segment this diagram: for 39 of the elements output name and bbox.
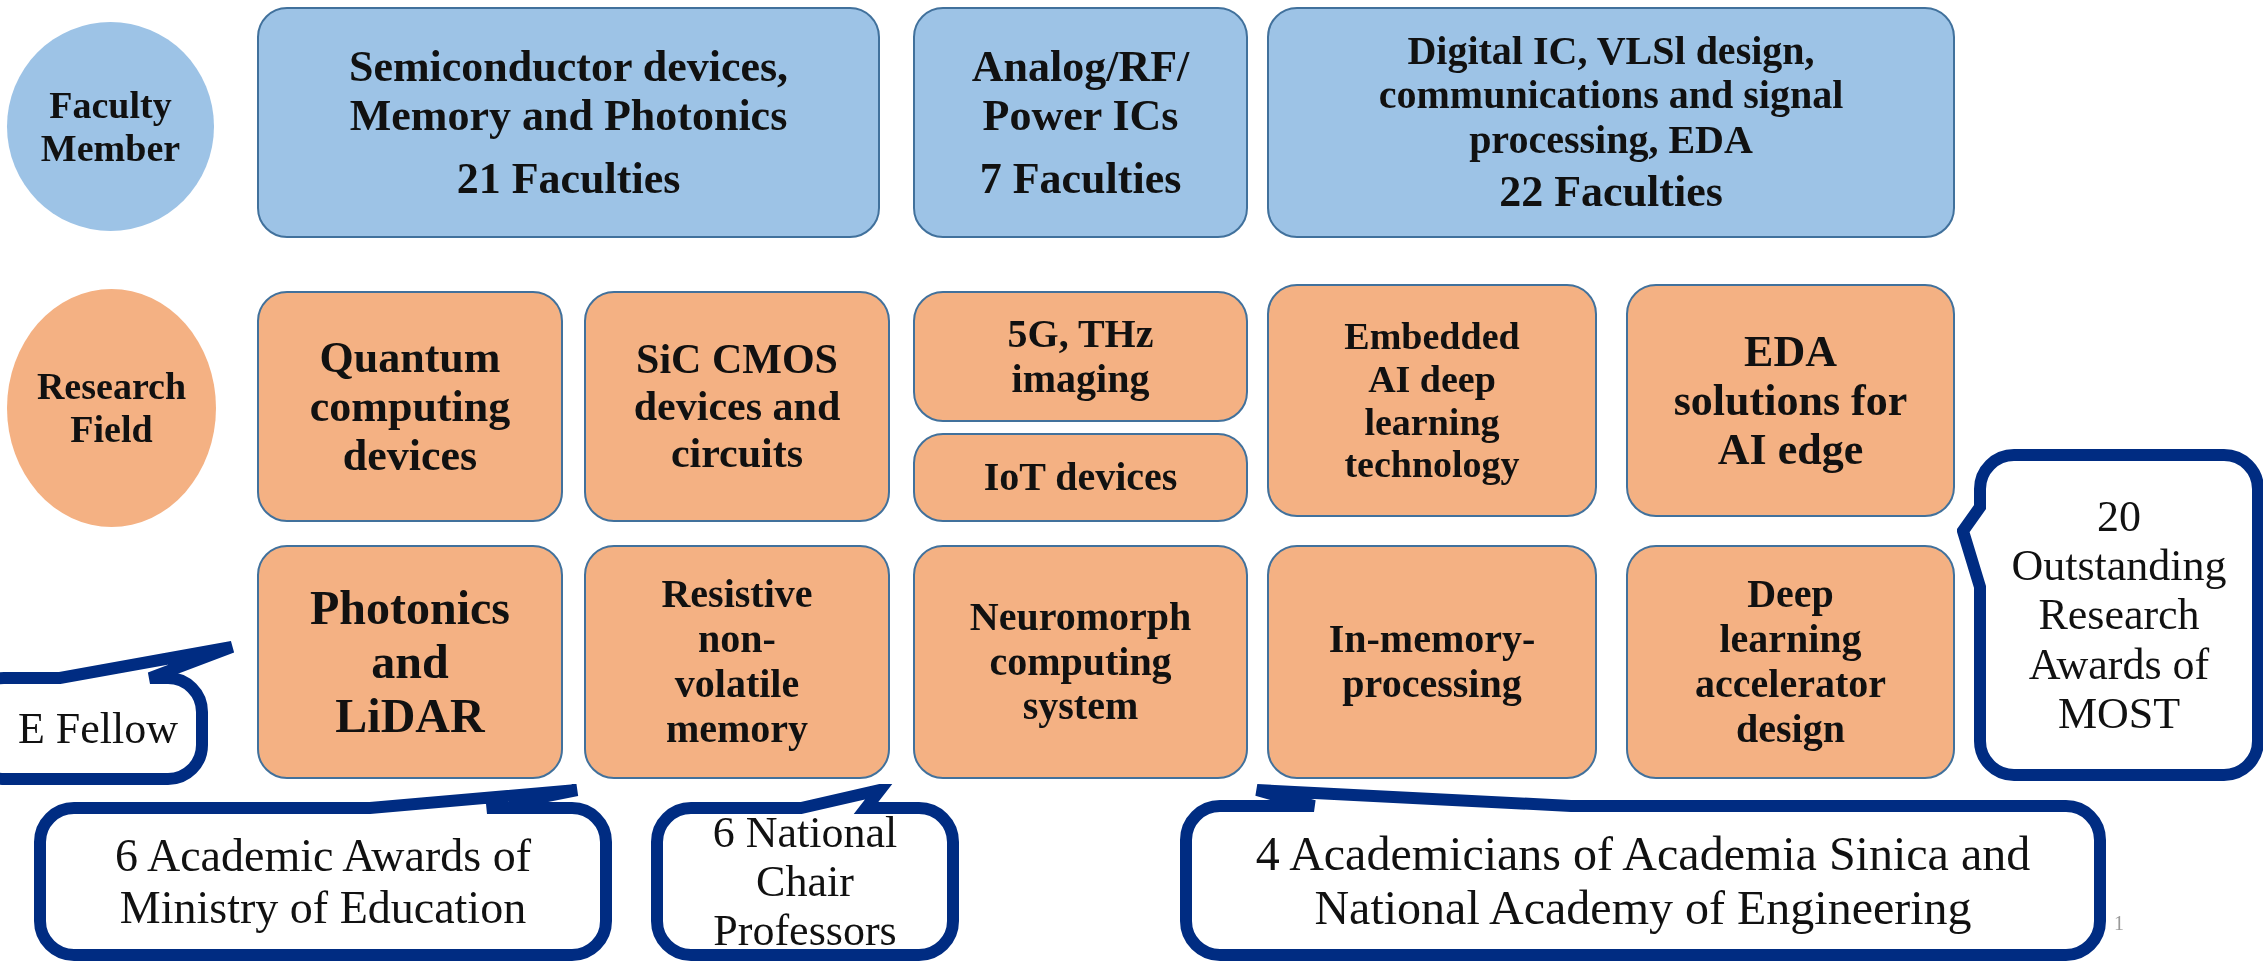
topic-box: [913, 291, 1248, 422]
topic-box: [1626, 545, 1955, 779]
node-title: Embedded AI deep learning technology: [1343, 315, 1521, 486]
topic-box: [913, 545, 1248, 779]
topic-box: [257, 545, 563, 779]
callout-text: 20 Outstanding Research Awards of MOST: [2010, 491, 2228, 739]
topic-box: [584, 291, 890, 522]
node-title: Research Field: [35, 365, 188, 451]
callout-text: 6 Academic Awards of Ministry of Education: [113, 830, 532, 933]
node-title: Photonics and LiDAR: [310, 581, 510, 743]
topic-box: [1267, 284, 1597, 517]
node-title: Quantum computing devices: [308, 332, 512, 481]
node-title: SiC CMOS devices and circuits: [632, 335, 842, 478]
node-title: IoT devices: [983, 455, 1178, 500]
node-title: Resistive non-volatile memory: [660, 572, 814, 752]
topic-box: [257, 291, 563, 522]
faculty-count: 21 Faculties: [456, 154, 681, 204]
page-number: 1: [2114, 912, 2124, 935]
node-title: Faculty Member: [39, 83, 182, 170]
topic-box: [913, 7, 1248, 238]
node-title: Deep learning accelerator design: [1694, 572, 1887, 752]
callout-text: 6 National Chair Professors: [711, 807, 899, 956]
topic-box: [1626, 284, 1955, 517]
topic-box: [1267, 545, 1597, 779]
callout-text: 4 Academicians of Academia Sinica and National Academy of Engineering: [1254, 826, 2032, 935]
node-title: Neuromorph computing system: [968, 594, 1193, 730]
node-title: EDA solutions for AI edge: [1672, 326, 1909, 475]
callout-text: E Fellow: [17, 703, 179, 754]
node-title: 5G, THz imaging: [1006, 311, 1155, 402]
node-title: In-memory-processing: [1327, 617, 1537, 707]
faculty-count: 7 Faculties: [979, 154, 1182, 204]
faculty-count: 22 Faculties: [1499, 167, 1723, 217]
topic-box: [1267, 7, 1955, 238]
topic-box: [913, 433, 1248, 522]
node-title: Digital IC, VLSl design, communications and signal processing, EDA: [1377, 28, 1845, 164]
node-title: Semiconductor devices, Memory and Photonics: [347, 41, 790, 141]
node-title: Analog/RF/ Power ICs: [970, 41, 1191, 141]
topic-box: [584, 545, 890, 779]
topic-box: [257, 7, 880, 238]
